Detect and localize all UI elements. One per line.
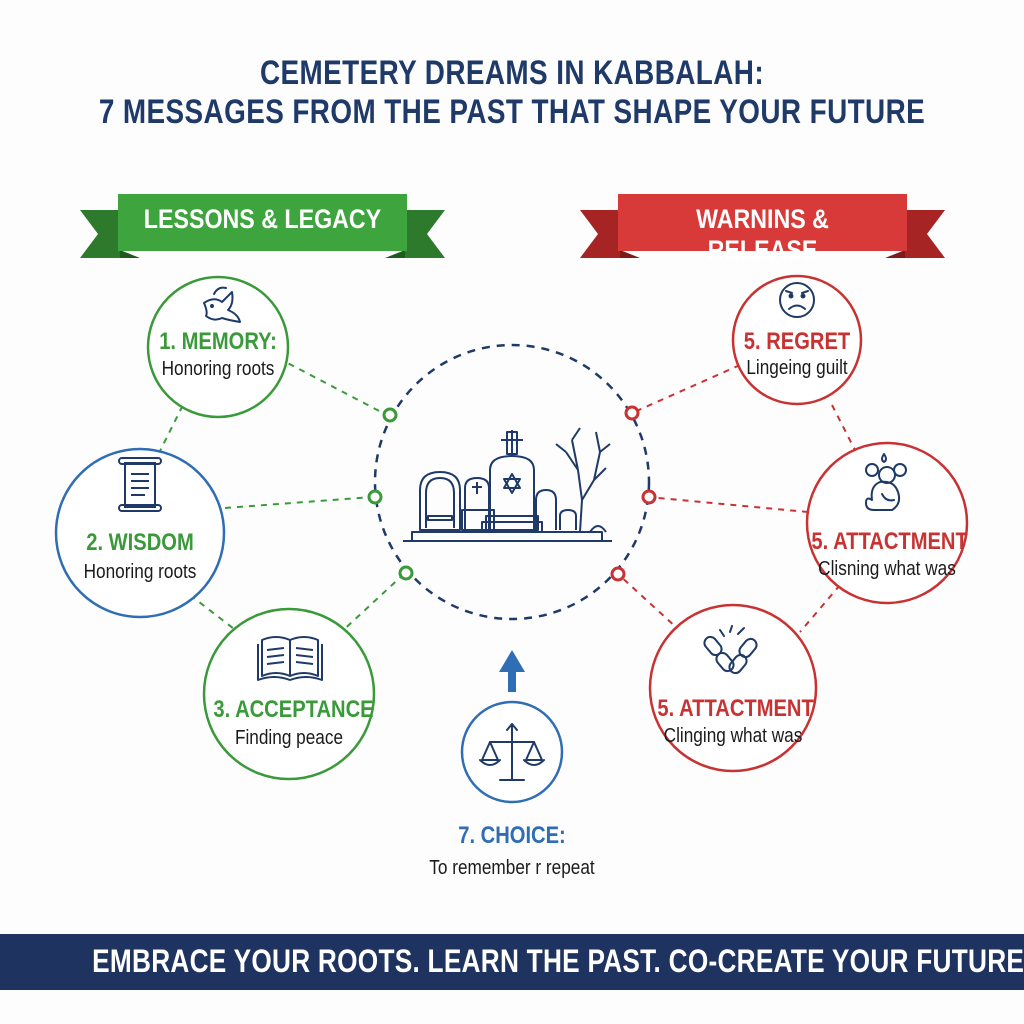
node-attachment-2	[648, 603, 818, 773]
node-regret	[731, 274, 863, 406]
page-subtitle: 7 MESSAGES FROM THE PAST THAT SHAPE YOUR…	[98, 93, 926, 131]
wisdom-label: 2. WISDOM	[86, 529, 194, 556]
banner-left	[80, 194, 445, 258]
node-attachment-1	[805, 441, 969, 605]
sad-face-icon	[779, 282, 815, 318]
page-title: CEMETERY DREAMS IN KABBALAH:	[259, 54, 765, 92]
scroll-icon	[118, 457, 162, 512]
node-memory	[146, 275, 290, 419]
acceptance-label: 3. ACCEPTANCE	[213, 696, 374, 723]
center-circle	[373, 343, 651, 621]
attachment-2-label: 5. ATTACTMENT	[657, 695, 814, 722]
regret-label: 5. REGRET	[743, 328, 851, 355]
footer-bar	[0, 934, 1024, 990]
up-arrow-icon	[499, 650, 525, 692]
choice-sub: To remember r repeat	[429, 857, 595, 879]
attachment-1-sub: Clisning what was	[818, 558, 956, 580]
banner-right	[580, 194, 945, 258]
crying-figure-icon	[865, 453, 907, 511]
banner-right-label: WARNINS & RELEASE	[696, 204, 829, 265]
choice-label: 7. CHOICE:	[458, 822, 566, 849]
connector-dots	[367, 405, 657, 582]
banner-left-label: LESSONS & LEGACY	[143, 204, 382, 234]
attachment-1-label: 5. ATTACTMENT	[811, 528, 968, 555]
cemetery-icon	[403, 427, 612, 542]
broken-chain-icon	[703, 625, 758, 675]
footer-text: EMBRACE YOUR ROOTS. LEARN THE PAST. CO-C…	[92, 943, 1024, 979]
open-book-icon	[257, 636, 323, 681]
node-wisdom	[54, 447, 226, 619]
memory-label: 1. MEMORY:	[159, 328, 277, 355]
attachment-2-sub: Clinging what was	[663, 725, 803, 747]
regret-sub: Lingeing guilt	[746, 357, 848, 379]
wisdom-sub: Honoring roots	[83, 561, 197, 583]
balance-scale-icon	[479, 723, 545, 781]
node-acceptance	[202, 607, 376, 781]
memory-sub: Honoring roots	[161, 358, 275, 380]
dove-icon	[203, 286, 241, 323]
acceptance-sub: Finding peace	[234, 727, 344, 749]
green-connectors	[157, 357, 406, 636]
